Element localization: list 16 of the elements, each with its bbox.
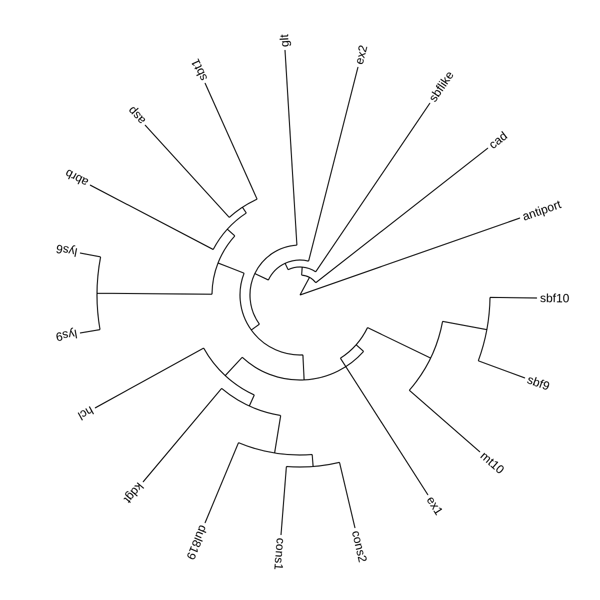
tip-label: lys9 — [54, 326, 78, 344]
tip-label: lys6 — [54, 242, 78, 260]
tip-label: hcl — [76, 403, 96, 423]
tip-label: antiport — [520, 197, 563, 224]
tip-label: sbf9 — [525, 372, 552, 394]
tip-label: cad — [486, 128, 510, 152]
tip-label: ex1 — [424, 494, 446, 518]
tip-label: dul819 — [183, 523, 210, 562]
tip-label: cons1 — [271, 537, 288, 570]
tip-label: glt — [277, 34, 292, 48]
tip-label: abrb — [62, 166, 91, 190]
tip-label: sbt1 — [188, 56, 210, 84]
tip-label: sbf10 — [540, 291, 570, 306]
tip-label: asp — [124, 104, 148, 128]
tip-label: ex2 — [352, 44, 370, 66]
tip-label: cons2 — [348, 529, 370, 564]
